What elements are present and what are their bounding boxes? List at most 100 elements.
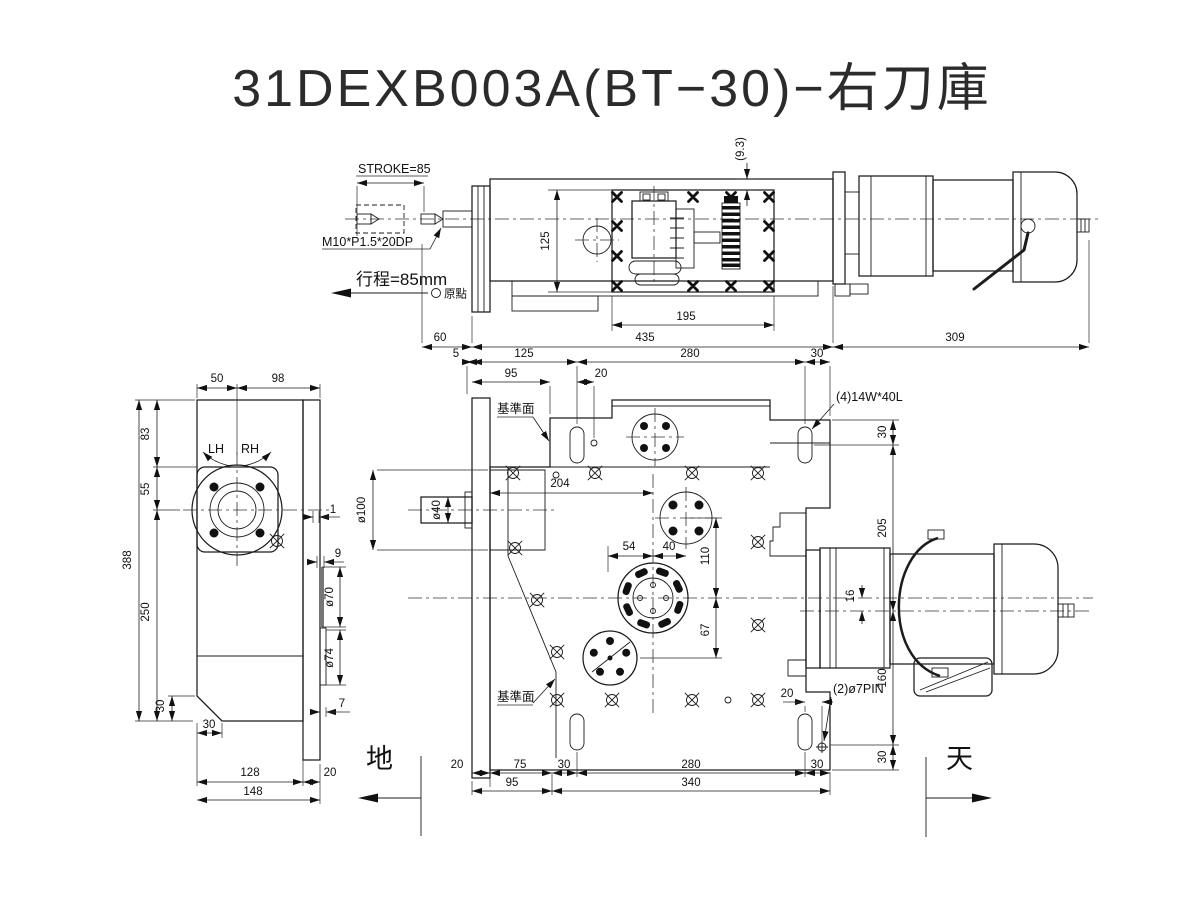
- top-view: STROKE=85 M10*P1.5*20DP 行程=85mm 原點: [322, 137, 1098, 351]
- dim-b75: 75: [514, 759, 527, 771]
- thread-spec-label: M10*P1.5*20DP: [322, 235, 413, 249]
- cable-loop: [897, 536, 941, 678]
- dim-b20: 20: [451, 759, 464, 771]
- dim-98: 98: [272, 373, 285, 385]
- dim-f30: 30: [811, 348, 824, 360]
- dim-40: 40: [663, 541, 676, 553]
- label-rh: RH: [241, 442, 259, 456]
- gear-hub: [617, 562, 689, 634]
- origin-label: 原點: [444, 288, 467, 301]
- dim-67: 67: [700, 624, 712, 637]
- dim-1: 1: [330, 504, 336, 516]
- origin-symbol: [431, 288, 441, 298]
- dim-b280: 280: [681, 759, 700, 771]
- dim-50: 50: [211, 373, 224, 385]
- slot-bottom-left: [569, 713, 585, 751]
- sky-label: 天: [946, 744, 973, 774]
- dim-b30-left: 30: [558, 759, 571, 771]
- rod-retracted-outline: [355, 204, 405, 234]
- ground-arrow: [358, 793, 378, 803]
- drawing-title: 31DEXB003A(BT−30)−右刀庫: [232, 60, 992, 118]
- flange-bolts: [209, 482, 265, 538]
- datum-label-bottom: 基準面: [497, 689, 535, 704]
- top-plate: [611, 189, 775, 293]
- dim-20-left: 20: [324, 767, 337, 779]
- front-plate-outline: [489, 399, 831, 771]
- handle-knob: [1020, 218, 1036, 234]
- lh-arrow: [202, 451, 232, 467]
- top-motor-assembly: [832, 171, 1090, 297]
- dim-55: 55: [140, 483, 152, 496]
- dim-9: 9: [335, 548, 341, 560]
- connector-box: [913, 657, 993, 697]
- spring-coils: [722, 196, 740, 267]
- dim-205: 205: [877, 518, 889, 537]
- slot-bottom-right: [797, 713, 813, 751]
- left-side-view: LH RH 50 98 83 55 250 388 30 30: [122, 373, 350, 804]
- ground-label: 地: [366, 744, 393, 774]
- dim-125-top: 125: [540, 231, 552, 250]
- dim-phi74: ø74: [324, 647, 336, 667]
- label-lh: LH: [208, 442, 224, 456]
- dim-54: 54: [623, 541, 636, 553]
- plate-bolts: [505, 465, 766, 708]
- cam-bolt-circle: [582, 630, 638, 686]
- clamp-bolt-icon: [269, 533, 285, 549]
- dim-f5: 5: [453, 348, 459, 360]
- dim-r30-bottom: 30: [877, 751, 889, 764]
- boss-74: [319, 627, 327, 686]
- keyway-label: (4)14W*40L: [836, 390, 903, 404]
- dim-b340: 340: [681, 777, 700, 789]
- slot-top-right: [797, 426, 813, 464]
- front-motor-assembly: [805, 529, 1075, 697]
- sky-arrow: [972, 793, 992, 803]
- dim-f20: 20: [595, 368, 608, 380]
- dim-160: 160: [877, 668, 889, 687]
- datum-label-top: 基準面: [497, 401, 535, 416]
- dim-r20: 20: [781, 688, 794, 700]
- left-side-plate: [302, 399, 321, 761]
- dim-435: 435: [635, 332, 654, 344]
- dim-b95: 95: [506, 777, 519, 789]
- gasket-strip: [320, 567, 324, 627]
- dim-195: 195: [676, 311, 695, 323]
- left-flange-plate: [196, 466, 279, 553]
- dim-30-horiz: 30: [203, 719, 216, 731]
- dim-388: 388: [122, 550, 134, 569]
- top-flange: [471, 185, 491, 313]
- dim-f95: 95: [505, 368, 518, 380]
- dim-30-vert: 30: [155, 700, 167, 713]
- dim-309: 309: [945, 332, 964, 344]
- dim-204: 204: [550, 478, 570, 490]
- dim-148: 148: [243, 786, 262, 798]
- dim-16: 16: [845, 590, 857, 603]
- front-side-bar: [471, 397, 491, 779]
- slot-top-left: [569, 426, 585, 464]
- dim-b30-right: 30: [811, 759, 824, 771]
- top-shaft: [693, 231, 721, 244]
- dim-phi40: ø40: [431, 500, 443, 520]
- rh-arrow: [242, 451, 272, 467]
- dim-110: 110: [700, 547, 712, 565]
- dim-128: 128: [240, 767, 259, 779]
- dim-f280: 280: [680, 348, 699, 360]
- dim-250: 250: [140, 602, 152, 621]
- handle-lever: [972, 231, 1030, 291]
- dim-phi100: ø100: [356, 497, 368, 523]
- dim-phi70: ø70: [324, 587, 336, 607]
- dim-stroke-label: STROKE=85: [358, 162, 431, 176]
- travel-arrow: [331, 288, 351, 298]
- dim-60: 60: [434, 332, 447, 344]
- pin-label: (2)ø7PIN: [833, 682, 884, 696]
- front-view: 基準面 基準面 (4)14W*40L (2)ø7PIN 5 125 280 30…: [356, 348, 1093, 795]
- dim-83: 83: [140, 428, 152, 441]
- orientation-markers: 地 天: [358, 744, 992, 837]
- travel-label: 行程=85mm: [356, 270, 447, 289]
- dim-9-3: (9.3): [735, 137, 747, 161]
- dim-r30-top: 30: [877, 426, 889, 439]
- left-body: [196, 399, 304, 722]
- dim-f125: 125: [514, 348, 533, 360]
- pin-hole-top: [590, 439, 598, 447]
